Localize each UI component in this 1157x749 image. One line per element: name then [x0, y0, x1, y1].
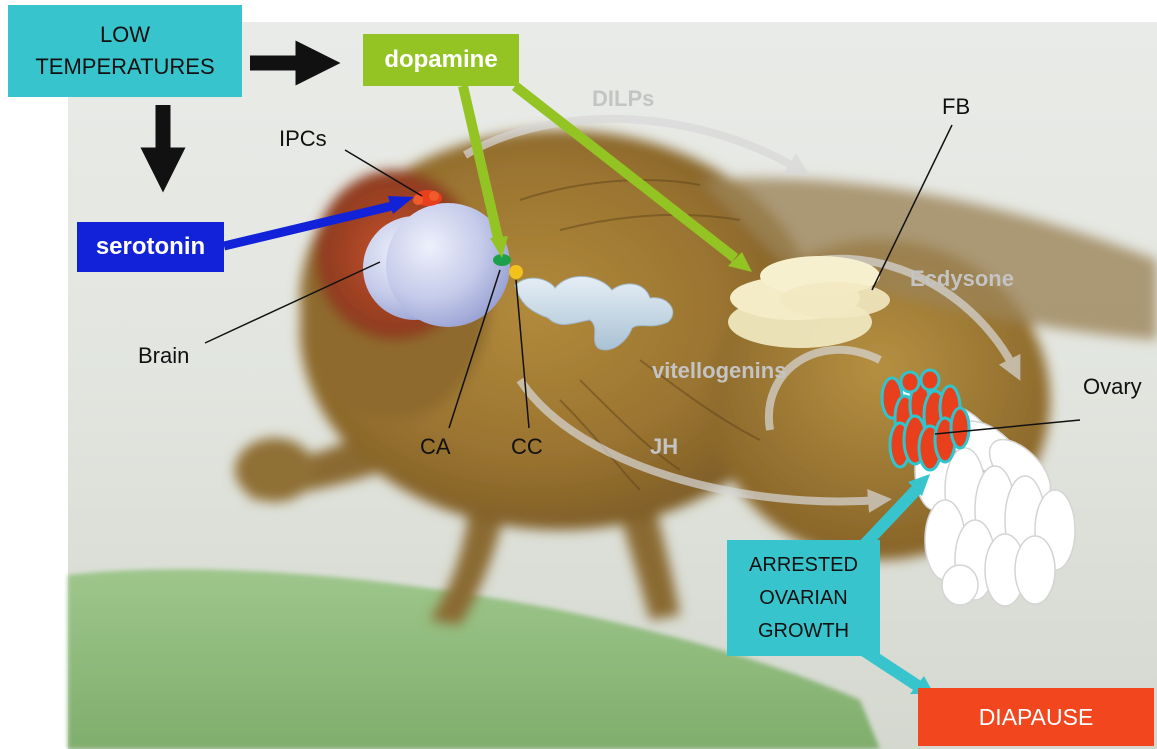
arrested-ovarian-growth-label: ARRESTED OVARIAN GROWTH [749, 549, 858, 648]
dopamine-box: dopamine [363, 34, 519, 86]
fb-label: FB [942, 94, 970, 120]
cc-label: CC [511, 434, 543, 460]
brain-label: Brain [138, 343, 189, 369]
diapause-box: DIAPAUSE [918, 688, 1154, 746]
low-temperatures-box: LOW TEMPERATURES [8, 5, 242, 97]
dopamine-label: dopamine [384, 46, 497, 74]
cc-gland [509, 265, 523, 279]
vitellogenins-label: vitellogenins [652, 358, 786, 384]
ecdysone-label: Ecdysone [910, 266, 1014, 292]
diapause-label: DIAPAUSE [979, 704, 1094, 731]
ca-label: CA [420, 434, 451, 460]
serotonin-box: serotonin [77, 222, 224, 272]
ipcs-label: IPCs [279, 126, 327, 152]
serotonin-label: serotonin [96, 233, 205, 261]
low-temperatures-label: LOW TEMPERATURES [35, 19, 214, 83]
arrested-ovarian-growth-box: ARRESTED OVARIAN GROWTH [727, 540, 880, 656]
dilps-label: DILPs [592, 86, 654, 112]
jh-label: JH [650, 434, 678, 460]
ovary-label: Ovary [1083, 374, 1142, 400]
